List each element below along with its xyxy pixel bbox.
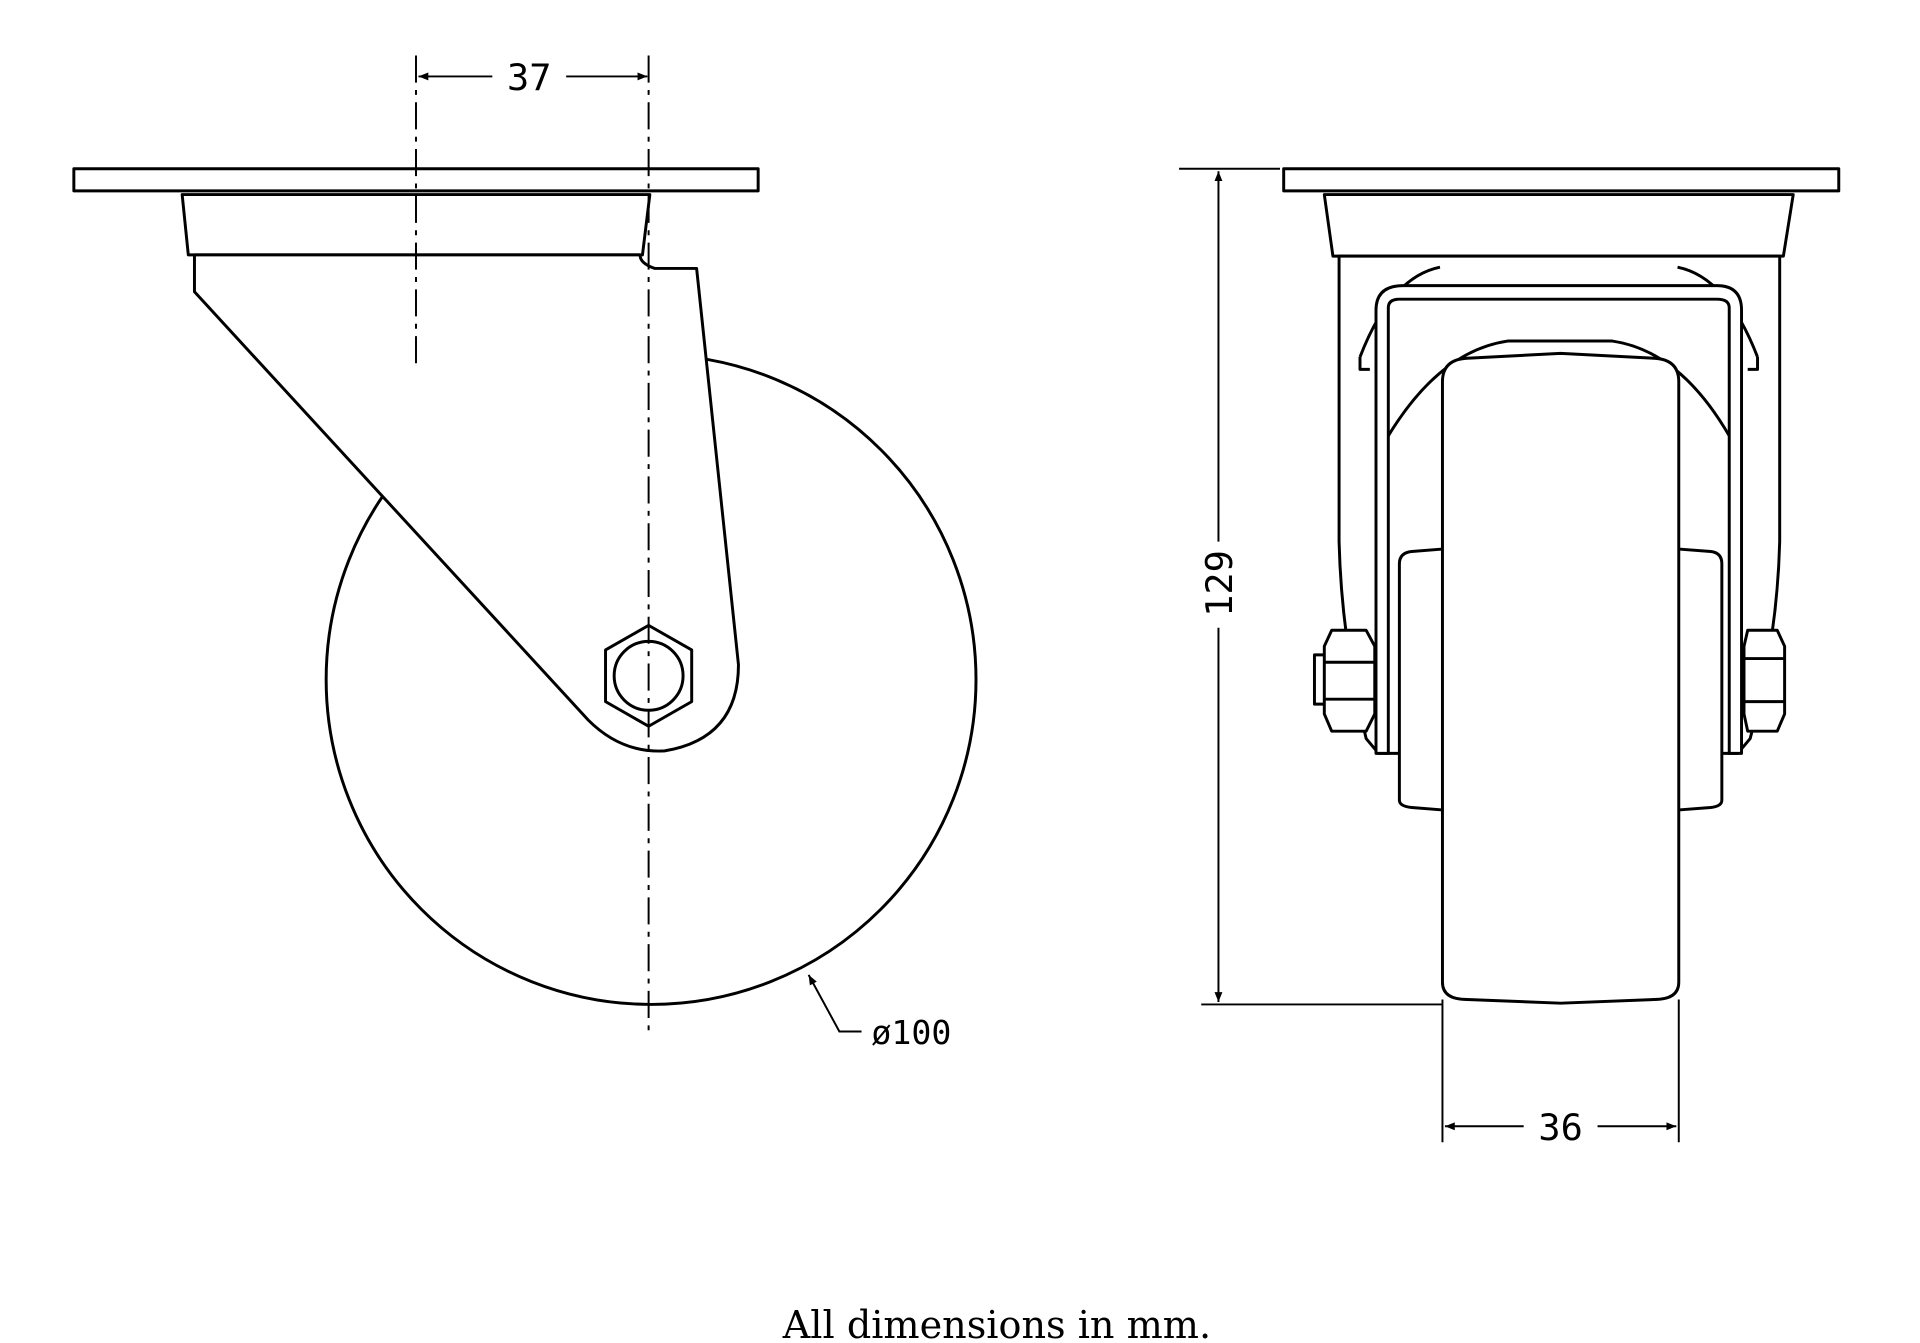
dim-width-label: 36: [1538, 1106, 1582, 1149]
caption: All dimensions in mm.: [782, 1303, 1211, 1343]
axle-nut-right: [1742, 628, 1787, 733]
diameter-leader: [807, 974, 862, 1033]
dim-height-label: 129: [1198, 550, 1241, 617]
top-plate-front: [1282, 167, 1841, 193]
swivel-head-front: [1322, 193, 1795, 258]
dim-offset-label: 37: [507, 56, 551, 99]
axle-nut-left: [1312, 628, 1377, 733]
fork-bracket: [1374, 284, 1744, 755]
front-view: 129 36: [1179, 167, 1841, 1149]
wheel-tyre: [1440, 351, 1681, 1005]
fork-arm: [192, 253, 740, 753]
dim-diameter-label: ø100: [871, 1013, 951, 1052]
side-view: 37 ø100: [72, 55, 978, 1052]
wheel-shroud: [1387, 339, 1731, 437]
swivel-head: [180, 193, 652, 257]
